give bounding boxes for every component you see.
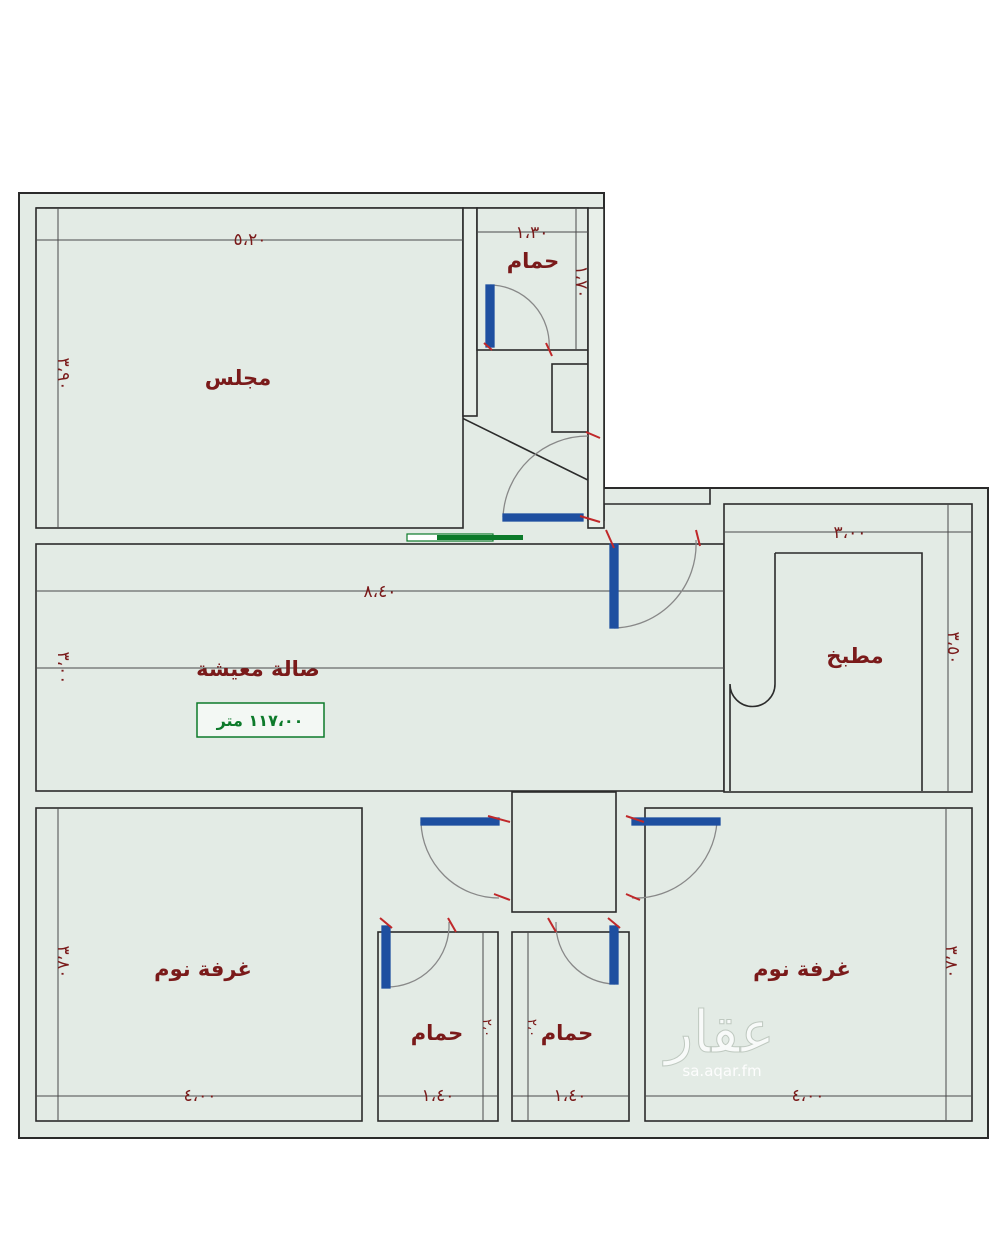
- watermark-url: sa.aqar.fm: [682, 1062, 761, 1080]
- room-label-bath-top: حمام: [507, 249, 560, 273]
- door-leaf-bath-top: [485, 284, 495, 348]
- room-label-bath-left: حمام: [411, 1021, 464, 1045]
- door-leaf-bath-right: [609, 925, 619, 985]
- area-badge: ١١٧،٠٠ متر: [196, 702, 325, 738]
- dim-bath-left-height: ٢،٠: [479, 1019, 494, 1037]
- dim-majlis-width: ٥،٢٠: [234, 230, 267, 250]
- door-swing-bed-right: [631, 821, 718, 899]
- room-label-majlis: مجلس: [205, 366, 271, 390]
- dim-bath-top-height: ١،٧٠: [571, 266, 591, 299]
- dim-bed-right-height: ٣،٨٠: [941, 946, 961, 979]
- dim-bath-right-height: ٢،٠: [524, 1019, 539, 1037]
- dimension-lines: [36, 208, 972, 1121]
- door-leaf-bed-left: [420, 817, 500, 826]
- dim-majlis-height: ٣،٩٠: [53, 358, 73, 391]
- room-label-bath-right: حمام: [541, 1021, 594, 1045]
- doors: [379, 284, 721, 989]
- dim-bed-right-width: ٤،٠٠: [792, 1086, 825, 1106]
- door-swing-bath-right: [555, 921, 616, 985]
- dim-kitchen-height: ٣،٥٠: [943, 632, 963, 665]
- room-label-living: صالة معيشة: [196, 657, 320, 681]
- dim-kitchen-width: ٣،٠٠: [834, 523, 867, 543]
- door-leaf-majlis: [502, 513, 584, 522]
- dim-bath-top-width: ١،٣٠: [516, 223, 549, 243]
- door-swing-kitchen: [613, 539, 697, 629]
- door-swing-bed-left: [420, 821, 500, 899]
- dim-bath-left-width: ١،٤٠: [422, 1086, 455, 1106]
- door-leaf-bath-left: [381, 925, 391, 989]
- dim-bed-left-width: ٤،٠٠: [184, 1086, 217, 1106]
- door-swing-bath-left: [384, 921, 450, 988]
- door-swing-majlis: [502, 435, 589, 518]
- door-leaf-bed-right: [631, 817, 721, 826]
- watermark-brand: عقار: [662, 998, 775, 1066]
- door-leaf-kitchen: [609, 543, 619, 629]
- dim-living-height: ٣،٠٠: [53, 652, 73, 685]
- room-label-kitchen: مطبخ: [826, 644, 883, 668]
- area-label: ١١٧،٠٠ متر: [216, 711, 304, 730]
- dim-bed-left-height: ٣،٨٠: [53, 946, 73, 979]
- dim-bath-right-width: ١،٤٠: [554, 1086, 587, 1106]
- door-swing-bath-top: [489, 284, 550, 351]
- dim-living-width: ٨،٤٠: [364, 582, 397, 602]
- scale-bar: [406, 533, 523, 542]
- room-label-bedroom-right: غرفة نوم: [753, 957, 851, 981]
- watermark: عقار sa.aqar.fm: [662, 998, 776, 1081]
- room-label-bedroom-left: غرفة نوم: [154, 957, 252, 981]
